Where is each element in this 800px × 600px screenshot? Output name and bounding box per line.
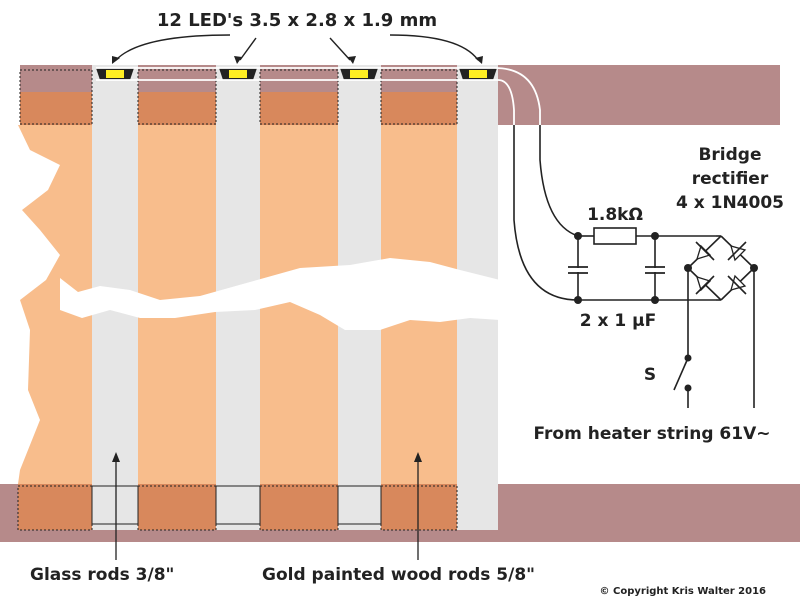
glass-rod-ends (91, 485, 382, 525)
capacitor-symbol (645, 266, 665, 274)
hole-outline (259, 69, 339, 125)
capacitor-label: 2 x 1 μF (580, 311, 657, 331)
diode-symbol (727, 241, 747, 262)
hole-outline (19, 69, 93, 125)
led-icon (96, 68, 134, 80)
diode-symbol (695, 275, 715, 295)
wood-rods-label: Gold painted wood rods 5/8" (262, 565, 535, 585)
switch-symbol (684, 354, 692, 362)
torn-break (60, 258, 500, 330)
bridge-label-line1: Bridge (698, 145, 761, 165)
bridge-label-line2: rectifier (692, 169, 769, 189)
diode-symbol (727, 274, 747, 295)
hole-outline (137, 69, 217, 125)
glass-rods-label: Glass rods 3/8" (30, 565, 174, 585)
bridge-rectifier (687, 235, 755, 301)
led-icon (459, 68, 497, 80)
glass-rod-end (91, 485, 139, 525)
hole-outline (380, 69, 458, 125)
led-label-arrows (115, 34, 479, 61)
resistor-label: 1.8kΩ (587, 205, 643, 225)
heater-label: From heater string 61V~ (534, 424, 771, 444)
led-icon (219, 68, 257, 80)
switch-label: S (644, 365, 656, 385)
resistor-symbol (593, 227, 637, 245)
glass-rod-end (337, 485, 382, 525)
capacitor-symbol (568, 266, 588, 274)
led-icon (340, 68, 378, 80)
led-spec-label: 12 LED's 3.5 x 2.8 x 1.9 mm (157, 10, 437, 31)
copyright-label: © Copyright Kris Walter 2016 (600, 586, 767, 597)
glass-rod-end (215, 485, 261, 525)
led-wire-bottom (96, 79, 515, 140)
led-label-arrowheads (112, 56, 483, 64)
rod-label-pointers (112, 452, 422, 560)
bridge-label-line3: 4 x 1N4005 (676, 193, 784, 213)
wood-rod-left-edge (18, 125, 92, 484)
leds (96, 68, 497, 80)
led-wire-top (96, 67, 541, 140)
junction-dots (574, 232, 758, 392)
diode-symbol (695, 241, 715, 261)
circuit-wires (513, 125, 755, 408)
